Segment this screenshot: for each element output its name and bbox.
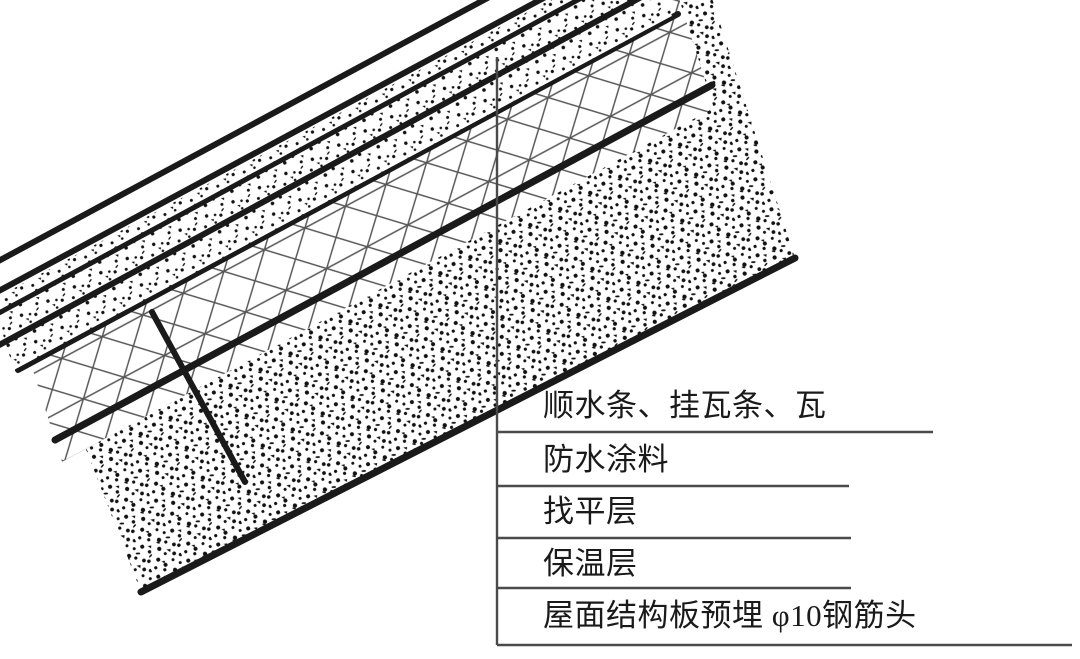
callout-label-structural-slab: 屋面结构板预埋 φ10钢筋头 bbox=[543, 598, 917, 633]
callout-label-insulation: 保温层 bbox=[543, 546, 638, 581]
callout-leader-frame bbox=[495, 57, 1072, 647]
layer-counter-batten bbox=[0, 0, 547, 294]
callout-label-leveling: 找平层 bbox=[543, 494, 638, 529]
callout-label-waterproof: 防水涂料 bbox=[543, 442, 669, 477]
layer-leveling-waterproof bbox=[0, 0, 672, 370]
embedded-rebar bbox=[149, 309, 248, 485]
callout-label-tiles: 顺水条、挂瓦条、瓦 bbox=[543, 388, 827, 423]
layer-insulation bbox=[15, 0, 716, 462]
